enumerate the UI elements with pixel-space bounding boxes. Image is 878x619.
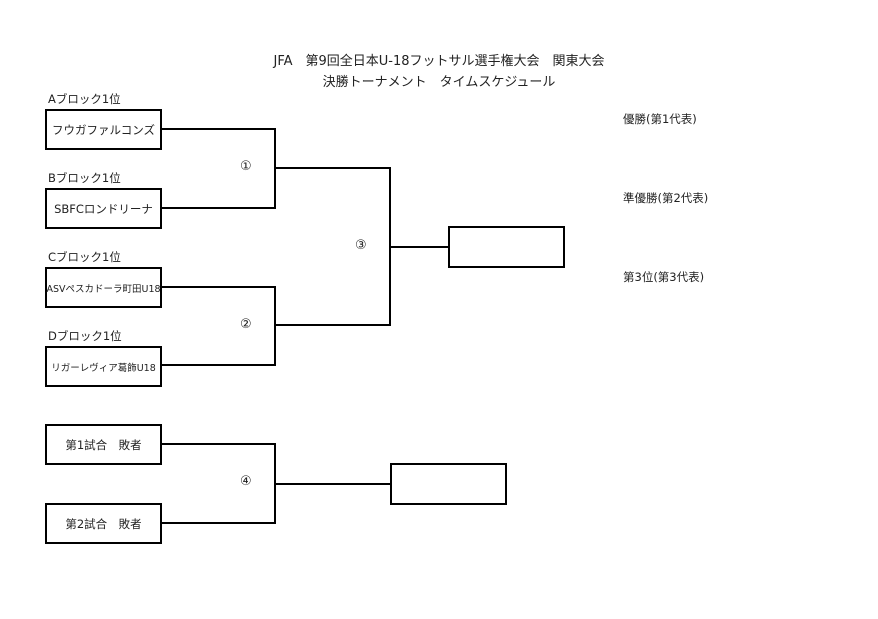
winner-label: 優勝(第1代表) [623, 112, 697, 126]
final-winner-box [448, 226, 565, 268]
team-box-c: ASVペスカドーラ町田U18 [45, 267, 162, 308]
match-1-mark: ① [240, 159, 252, 174]
bracket-line [161, 128, 276, 130]
block-label-c: Cブロック1位 [48, 250, 121, 264]
bracket-line [161, 286, 276, 288]
team-box-b: SBFCロンドリーナ [45, 188, 162, 229]
block-label-b: Bブロック1位 [48, 171, 121, 185]
bracket-line [274, 167, 391, 169]
page-title: JFA 第9回全日本U-18フットサル選手権大会 関東大会 [273, 54, 605, 69]
third-place-winner-box [390, 463, 507, 505]
bracket-line [161, 364, 276, 366]
block-label-a: Aブロック1位 [48, 92, 121, 106]
bracket-line [161, 207, 276, 209]
third-place-label: 第3位(第3代表) [623, 270, 705, 284]
match-2-mark: ② [240, 317, 252, 332]
loser-box-2: 第2試合 敗者 [45, 503, 162, 544]
bracket-line [274, 483, 391, 485]
match-4-mark: ④ [240, 474, 252, 489]
loser-box-1: 第1試合 敗者 [45, 424, 162, 465]
bracket-line [161, 522, 276, 524]
match-3-mark: ③ [355, 238, 367, 253]
bracket-line [274, 324, 391, 326]
block-label-d: Dブロック1位 [48, 329, 122, 343]
bracket-line [274, 286, 276, 366]
bracket-line [161, 443, 276, 445]
page-subtitle: 決勝トーナメント タイムスケジュール [322, 75, 556, 90]
runner-up-label: 準優勝(第2代表) [623, 191, 709, 205]
bracket-line [389, 246, 449, 248]
team-box-d: リガーレヴィア葛飾U18 [45, 346, 162, 387]
team-box-a: フウガファルコンズ [45, 109, 162, 150]
